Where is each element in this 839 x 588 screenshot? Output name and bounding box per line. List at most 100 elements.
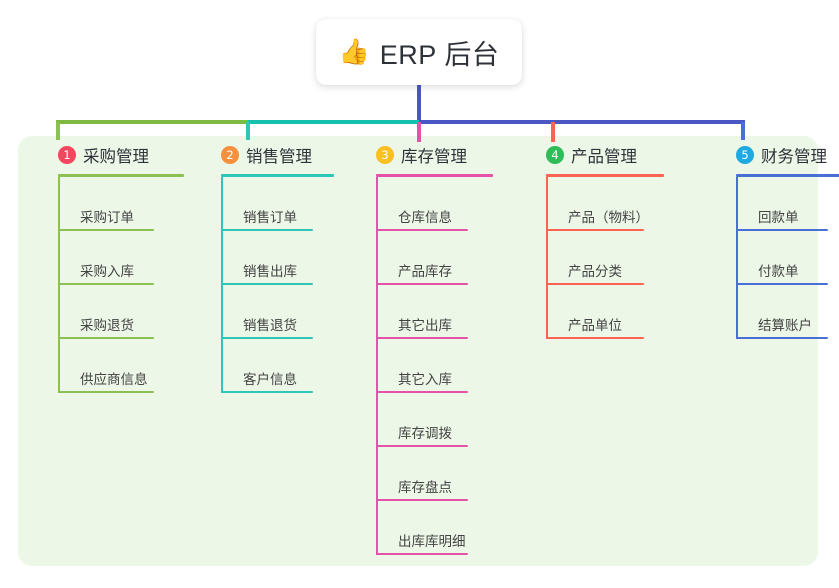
leaf-spine (376, 177, 378, 555)
leaf-item[interactable]: 出库库明细 (376, 501, 493, 555)
branch-header-underline (58, 174, 184, 177)
leaf-item[interactable]: 供应商信息 (58, 339, 184, 393)
branch-column-3: 3 库存管理仓库信息产品库存其它出库其它入库库存调拨库存盘点出库库明细 (358, 136, 493, 555)
leaf-label: 采购退货 (80, 318, 134, 333)
leaf-underline (376, 553, 468, 555)
leaf-item[interactable]: 产品（物料） (546, 177, 664, 231)
leaf-label: 其它入库 (398, 372, 452, 387)
branch-title: 产品管理 (571, 148, 637, 166)
leaf-item[interactable]: 产品分类 (546, 231, 664, 285)
leaf-underline (58, 283, 154, 285)
leaf-underline (546, 283, 644, 285)
branch-header-5[interactable]: 5 财务管理 (718, 136, 839, 174)
leaf-item[interactable]: 销售订单 (221, 177, 334, 231)
root-node-content: 👍 ERP 后台 (339, 33, 500, 72)
leaf-label: 结算账户 (758, 318, 812, 333)
branch-header-2[interactable]: 2 销售管理 (203, 136, 334, 174)
leaf-item[interactable]: 回款单 (736, 177, 839, 231)
leaf-item[interactable]: 产品库存 (376, 231, 493, 285)
branch-panel (18, 136, 818, 566)
branch-title: 采购管理 (83, 148, 149, 166)
leaf-underline (376, 391, 468, 393)
leaf-item[interactable]: 采购入库 (58, 231, 184, 285)
leaf-label: 供应商信息 (80, 372, 148, 387)
leaf-label: 产品（物料） (568, 210, 649, 225)
leaf-label: 产品库存 (398, 264, 452, 279)
branch-header-4[interactable]: 4 产品管理 (528, 136, 664, 174)
leaf-label: 仓库信息 (398, 210, 452, 225)
branch-index-badge: 4 (546, 146, 564, 164)
leaf-label: 采购订单 (80, 210, 134, 225)
leaf-underline (376, 283, 468, 285)
root-title: ERP 后台 (379, 39, 500, 70)
branch-title: 库存管理 (401, 148, 467, 166)
leaf-underline (736, 337, 828, 339)
leaf-spine (58, 177, 60, 393)
leaf-label: 销售出库 (243, 264, 297, 279)
branch-header-3[interactable]: 3 库存管理 (358, 136, 493, 174)
branch-header-underline (376, 174, 493, 177)
leaf-list: 回款单付款单结算账户 (736, 177, 839, 339)
leaf-label: 付款单 (758, 264, 799, 279)
leaf-item[interactable]: 库存盘点 (376, 447, 493, 501)
leaf-underline (58, 337, 154, 339)
leaf-item[interactable]: 库存调拨 (376, 393, 493, 447)
branch-index-badge: 2 (221, 146, 239, 164)
branch-column-2: 2 销售管理销售订单销售出库销售退货客户信息 (203, 136, 334, 393)
leaf-underline (546, 229, 644, 231)
leaf-item[interactable]: 采购订单 (58, 177, 184, 231)
leaf-underline (376, 445, 468, 447)
leaf-item[interactable]: 客户信息 (221, 339, 334, 393)
leaf-label: 出库库明细 (398, 534, 466, 549)
leaf-label: 库存调拨 (398, 426, 452, 441)
leaf-item[interactable]: 仓库信息 (376, 177, 493, 231)
branch-header-underline (546, 174, 664, 177)
leaf-underline (221, 391, 313, 393)
leaf-underline (736, 283, 828, 285)
leaf-underline (221, 229, 313, 231)
leaf-underline (221, 283, 313, 285)
root-node[interactable]: 👍 ERP 后台 (316, 19, 522, 85)
branch-title: 销售管理 (246, 148, 312, 166)
leaf-label: 回款单 (758, 210, 799, 225)
leaf-label: 采购入库 (80, 264, 134, 279)
leaf-list: 仓库信息产品库存其它出库其它入库库存调拨库存盘点出库库明细 (376, 177, 493, 555)
leaf-item[interactable]: 结算账户 (736, 285, 839, 339)
leaf-label: 库存盘点 (398, 480, 452, 495)
branch-column-5: 5 财务管理回款单付款单结算账户 (718, 136, 839, 339)
leaf-label: 产品分类 (568, 264, 622, 279)
leaf-label: 销售退货 (243, 318, 297, 333)
branch-header-underline (736, 174, 839, 177)
leaf-spine (736, 177, 738, 339)
leaf-underline (376, 499, 468, 501)
branch-index-badge: 5 (736, 146, 754, 164)
branch-header-underline (221, 174, 334, 177)
leaf-underline (546, 337, 644, 339)
leaf-spine (221, 177, 223, 393)
leaf-underline (58, 391, 154, 393)
leaf-label: 产品单位 (568, 318, 622, 333)
leaf-list: 采购订单采购入库采购退货供应商信息 (58, 177, 184, 393)
leaf-underline (221, 337, 313, 339)
leaf-label: 客户信息 (243, 372, 297, 387)
leaf-item[interactable]: 产品单位 (546, 285, 664, 339)
leaf-item[interactable]: 销售出库 (221, 231, 334, 285)
leaf-underline (58, 229, 154, 231)
leaf-list: 产品（物料） 产品分类产品单位 (546, 177, 664, 339)
leaf-label: 销售订单 (243, 210, 297, 225)
leaf-spine (546, 177, 548, 339)
leaf-item[interactable]: 采购退货 (58, 285, 184, 339)
leaf-item[interactable]: 其它出库 (376, 285, 493, 339)
leaf-item[interactable]: 付款单 (736, 231, 839, 285)
branch-title: 财务管理 (761, 148, 827, 166)
leaf-item[interactable]: 其它入库 (376, 339, 493, 393)
leaf-underline (376, 229, 468, 231)
leaf-list: 销售订单销售出库销售退货客户信息 (221, 177, 334, 393)
branch-index-badge: 3 (376, 146, 394, 164)
thumbs-up-icon: 👍 (338, 37, 370, 66)
leaf-item[interactable]: 销售退货 (221, 285, 334, 339)
